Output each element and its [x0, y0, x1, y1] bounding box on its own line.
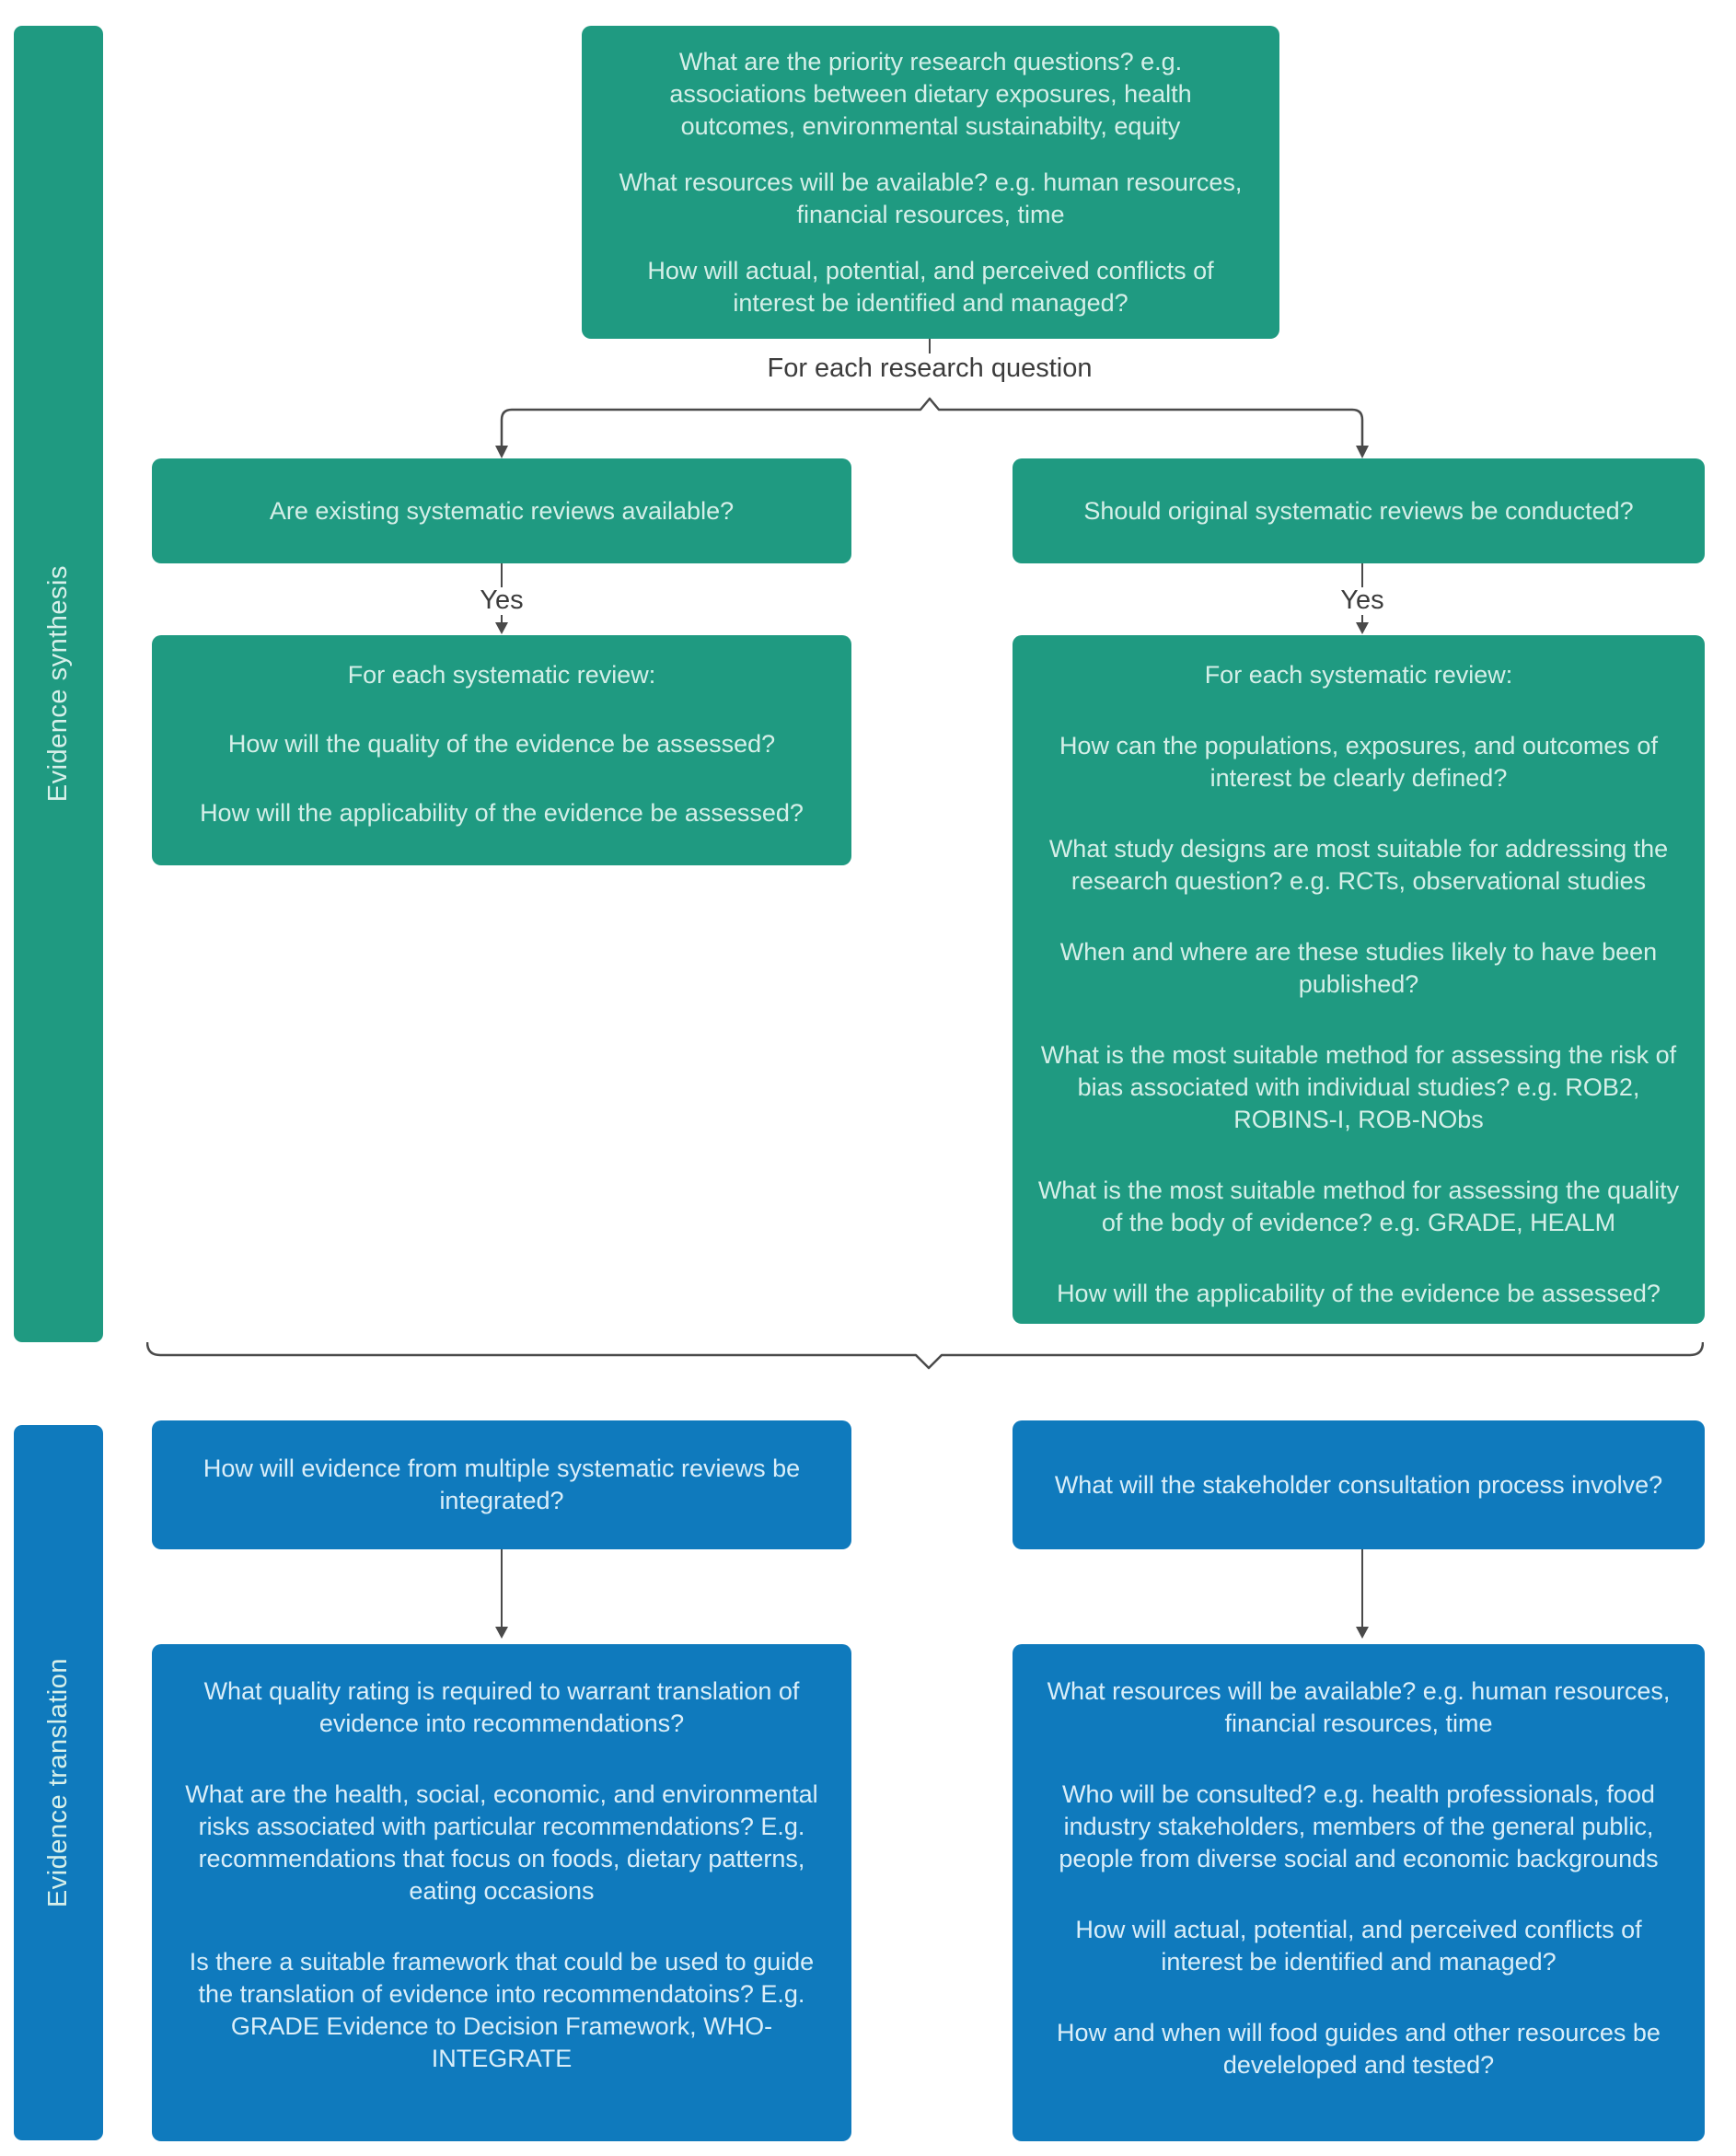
detail-paragraph: Who will be consulted? e.g. health profe…: [1059, 1780, 1659, 1872]
translation-connector-line-right: [1361, 1549, 1363, 1627]
detail-paragraph: How will the applicability of the eviden…: [200, 799, 804, 827]
stakeholder-question: What will the stakeholder consultation p…: [1054, 1470, 1663, 1499]
arrow-head-icon: [1356, 1627, 1369, 1639]
evidence-synthesis-label: Evidence synthesis: [43, 565, 73, 803]
priority-questions-paragraph: What resources will be available? e.g. h…: [619, 168, 1243, 228]
priority-questions-box: What are the priority research questions…: [582, 26, 1279, 339]
yes-connector-line-left: [501, 563, 503, 587]
split-connector: [495, 397, 1369, 458]
detail-paragraph: How can the populations, exposures, and …: [1059, 732, 1658, 792]
yes-label-left: Yes: [480, 585, 524, 615]
merge-brace: [146, 1341, 1704, 1370]
detail-paragraph: What is the most suitable method for ass…: [1037, 1177, 1680, 1236]
stakeholder-details-box: What resources will be available? e.g. h…: [1013, 1644, 1705, 2141]
evidence-translation-sidebar: Evidence translation: [14, 1425, 103, 2140]
for-each-research-question-label: For each research question: [767, 354, 1093, 383]
evidence-synthesis-sidebar: Evidence synthesis: [14, 26, 103, 1342]
existing-reviews-question: Are existing systematic reviews availabl…: [269, 496, 735, 525]
arrow-head-icon: [495, 1627, 508, 1639]
detail-paragraph: How will the applicability of the eviden…: [1057, 1280, 1661, 1307]
detail-paragraph: What quality rating is required to warra…: [203, 1677, 800, 1737]
original-reviews-question: Should original systematic reviews be co…: [1083, 496, 1634, 525]
detail-paragraph: What are the health, social, economic, a…: [185, 1780, 818, 1905]
arrow-head-left: [495, 446, 508, 458]
detail-paragraph: What study designs are most suitable for…: [1048, 835, 1669, 895]
detail-paragraph: For each systematic review:: [1204, 661, 1513, 689]
detail-paragraph: How will the quality of the evidence be …: [227, 730, 776, 758]
stakeholder-question-box: What will the stakeholder consultation p…: [1013, 1420, 1705, 1549]
original-reviews-details-box: For each systematic review: How can the …: [1013, 635, 1705, 1324]
existing-reviews-details-box: For each systematic review: How will the…: [152, 635, 851, 865]
integration-question-box: How will evidence from multiple systemat…: [152, 1420, 851, 1549]
detail-paragraph: How and when will food guides and other …: [1057, 2019, 1661, 2079]
yes-label-right: Yes: [1340, 585, 1384, 615]
priority-questions-paragraph: What are the priority research questions…: [669, 47, 1192, 140]
detail-paragraph: What resources will be available? e.g. h…: [1047, 1677, 1671, 1737]
yes-connector-line-right: [1361, 563, 1363, 587]
integration-question: How will evidence from multiple systemat…: [203, 1455, 801, 1514]
original-reviews-question-box: Should original systematic reviews be co…: [1013, 458, 1705, 563]
existing-reviews-question-box: Are existing systematic reviews availabl…: [152, 458, 851, 563]
arrow-head-icon: [495, 622, 508, 634]
detail-paragraph: Is there a suitable framework that could…: [189, 1948, 815, 2072]
integration-details-box: What quality rating is required to warra…: [152, 1644, 851, 2141]
detail-paragraph: When and where are these studies likely …: [1059, 938, 1658, 998]
yes-connector-line-left: [501, 615, 503, 622]
translation-connector-line-left: [501, 1549, 503, 1627]
detail-paragraph: What is the most suitable method for ass…: [1040, 1041, 1677, 1133]
arrow-head-right: [1356, 446, 1369, 458]
detail-paragraph: How will actual, potential, and perceive…: [1075, 1916, 1642, 1976]
top-connector-line: [929, 339, 931, 354]
arrow-head-icon: [1356, 622, 1369, 634]
priority-questions-paragraph: How will actual, potential, and perceive…: [647, 256, 1214, 317]
yes-connector-line-right: [1361, 615, 1363, 622]
detail-paragraph: For each systematic review:: [347, 661, 656, 689]
evidence-translation-label: Evidence translation: [43, 1657, 73, 1908]
